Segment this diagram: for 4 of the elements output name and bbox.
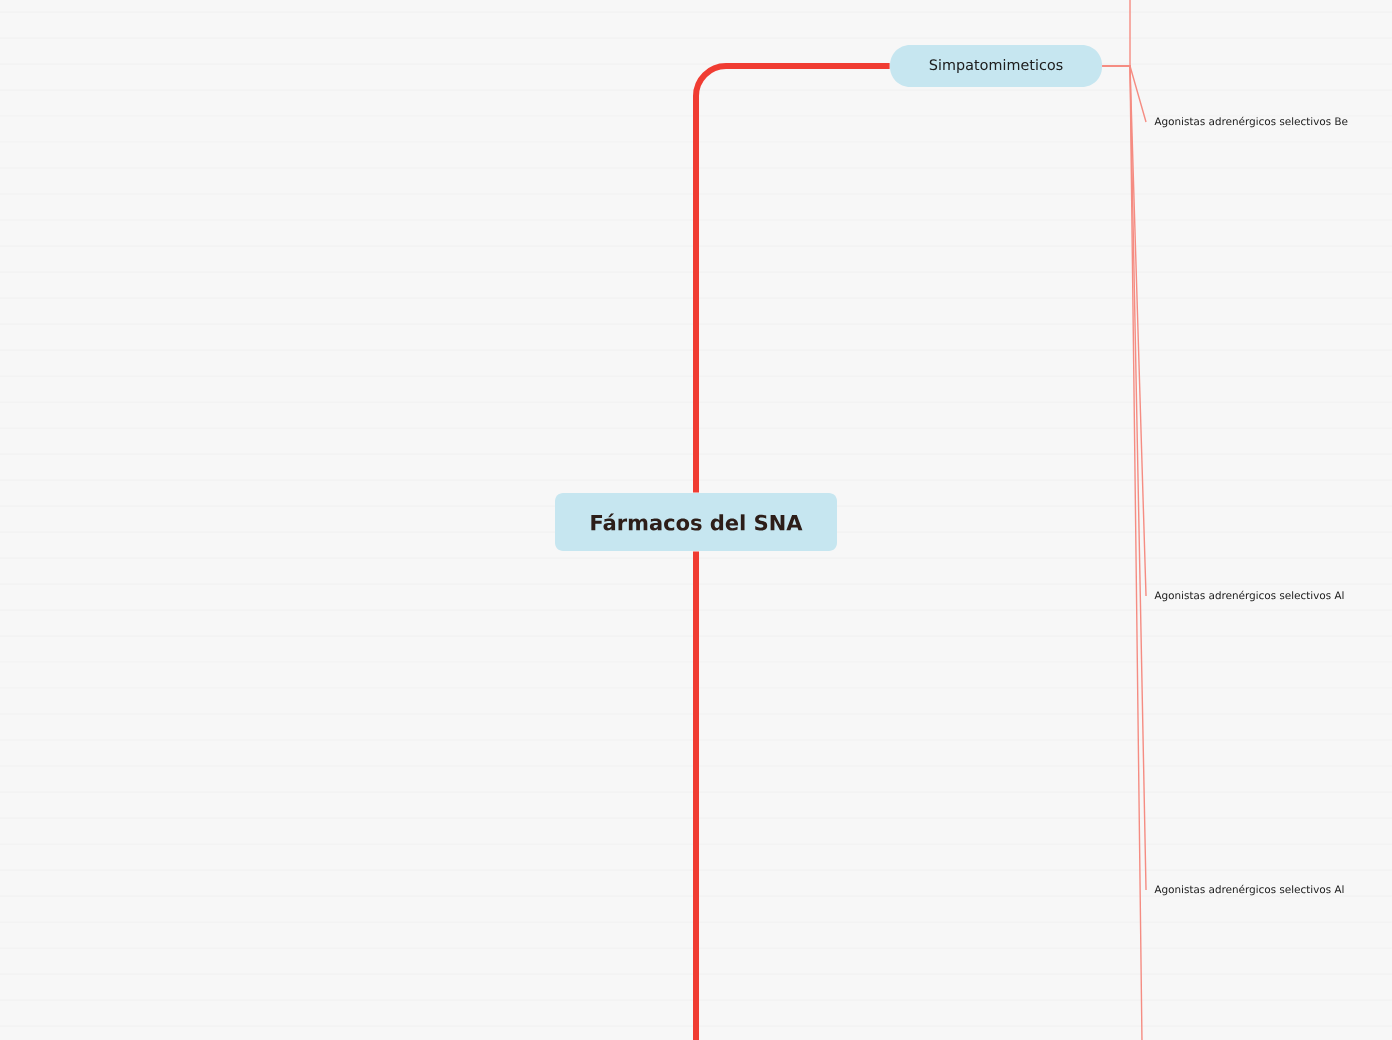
connector-line bbox=[693, 551, 699, 1040]
central-topic-box: Fármacos del SNA bbox=[555, 493, 837, 551]
connector-line bbox=[1101, 65, 1143, 1040]
connector-line bbox=[693, 63, 890, 493]
